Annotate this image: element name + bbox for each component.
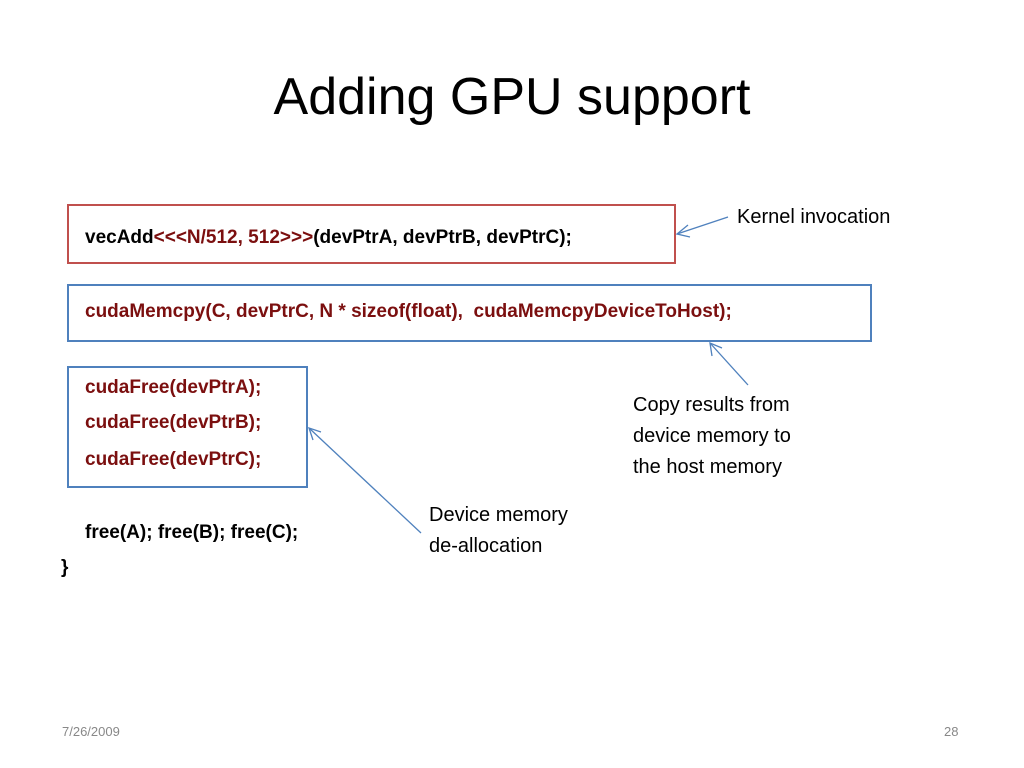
annotation-dealloc-line-2: de-allocation [429, 535, 543, 557]
annotation-copy-line-1: Copy results from [633, 394, 790, 416]
cuda-free-box [67, 366, 308, 488]
slide-date: 7/26/2009 [62, 724, 120, 739]
annotation-dealloc: Device memory de-allocation [429, 500, 568, 562]
closing-brace: } [61, 557, 69, 578]
kernel-name: vecAdd [85, 227, 154, 248]
memcpy-line: cudaMemcpy(C, devPtrC, N * sizeof(float)… [85, 301, 732, 322]
kernel-invocation-line: vecAdd<<<N/512, 512>>>(devPtrA, devPtrB,… [85, 226, 572, 250]
cuda-free-line-a: cudaFree(devPtrA); [85, 377, 262, 398]
annotation-kernel-invocation: Kernel invocation [737, 206, 891, 228]
kernel-arrow [675, 216, 729, 238]
kernel-launch-config: <<<N/512, 512>>> [153, 227, 314, 248]
annotation-copy-line-2: device memory to [633, 425, 791, 447]
slide-page-number: 28 [944, 724, 959, 739]
slide-title: Adding GPU support [273, 68, 751, 126]
kernel-invocation-box [67, 204, 676, 264]
memcpy-box [67, 284, 872, 342]
cuda-free-line-c: cudaFree(devPtrC); [85, 449, 262, 470]
host-free-line: free(A); free(B); free(C); [85, 522, 299, 543]
annotation-dealloc-line-1: Device memory [429, 504, 568, 526]
copy-arrow [709, 341, 749, 386]
dealloc-arrow [307, 426, 422, 534]
cuda-free-line-b: cudaFree(devPtrB); [85, 412, 262, 433]
kernel-args: (devPtrA, devPtrB, devPtrC); [313, 227, 572, 248]
annotation-copy-results: Copy results from device memory to the hos… [633, 390, 791, 483]
annotation-copy-line-3: the host memory [633, 456, 782, 478]
